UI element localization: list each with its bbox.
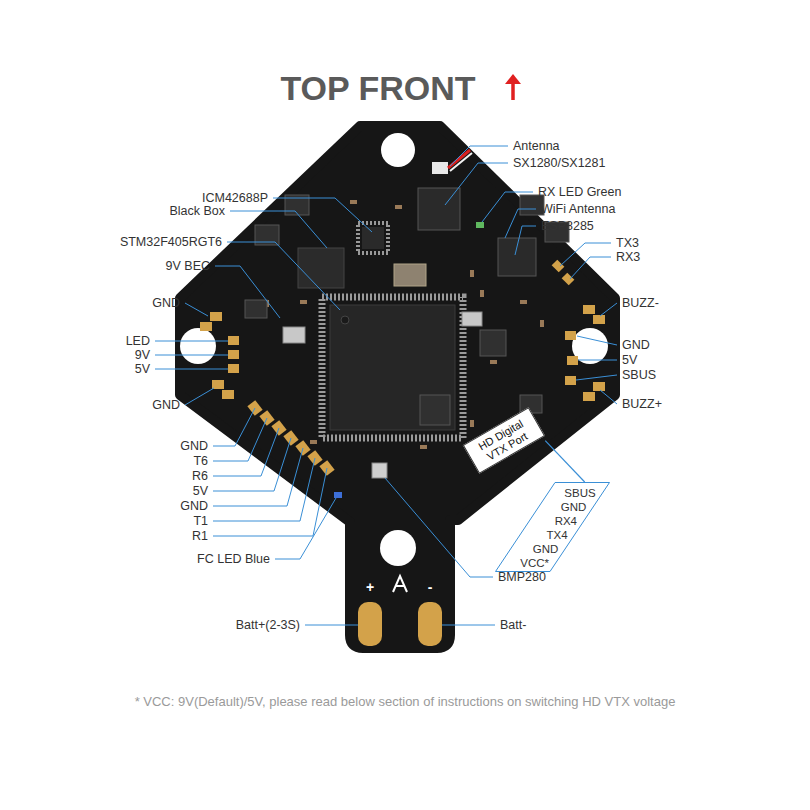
- solder-pads: [200, 260, 605, 646]
- crystal: [283, 327, 305, 343]
- pin-name: RX4: [555, 515, 577, 527]
- crystal: [394, 264, 426, 286]
- part-label: WiFi Antenna: [541, 202, 615, 216]
- part-label: SBUS: [622, 368, 656, 382]
- gyro-pins: [358, 223, 388, 253]
- led: [334, 492, 342, 498]
- part-label: ICM42688P: [202, 191, 268, 205]
- part-label: FC LED Blue: [197, 552, 270, 566]
- pcb-outline: [180, 126, 615, 648]
- part-label: 9V: [135, 348, 150, 362]
- pin-name: GND: [533, 543, 559, 555]
- passive-parts: [265, 200, 544, 449]
- part-label: GND: [180, 439, 208, 453]
- pin-bracket: SBUSGNDRX4TX4GNDVCC*: [495, 482, 610, 572]
- part-label: 5V: [193, 484, 208, 498]
- part-label: R6: [192, 469, 208, 483]
- pin-name: SBUS: [564, 487, 595, 499]
- part-label: BUZZ+: [622, 397, 662, 411]
- part-label: 9V BEC: [166, 259, 210, 273]
- led: [476, 222, 484, 228]
- title: TOP FRONT: [280, 69, 475, 108]
- silkscreen-logo: [393, 576, 407, 592]
- front-arrow: [505, 74, 521, 100]
- part-label: Antenna: [513, 139, 560, 153]
- part-label: 5V: [135, 362, 150, 376]
- antenna-connector: [432, 162, 448, 174]
- mcu-chip: [322, 297, 463, 438]
- pin-name: GND: [561, 501, 587, 513]
- gyro-chip: [362, 227, 384, 249]
- flash-chip: [298, 248, 344, 288]
- pin-name: TX4: [547, 529, 568, 541]
- part-label: BUZZ-: [622, 296, 659, 310]
- caption: * VCC: 9V(Default)/5V, please read below…: [135, 694, 676, 709]
- part-label: T6: [193, 454, 208, 468]
- mosfets: [245, 195, 569, 425]
- part-label: GND: [180, 499, 208, 513]
- part-label: +: [366, 579, 374, 595]
- baro-sensor: [372, 463, 387, 478]
- part-label: SX1280/SX1281: [513, 156, 605, 170]
- part-label: LED: [126, 334, 150, 348]
- part-label: GND: [152, 398, 180, 412]
- connector-line: [545, 441, 584, 482]
- leader-lines: [155, 146, 617, 625]
- part-label: GND: [622, 338, 650, 352]
- part-label: STM32F405RGT6: [120, 235, 222, 249]
- esp-chip: [498, 238, 536, 276]
- part-label: R1: [192, 529, 208, 543]
- part-label: Batt+(2-3S): [236, 618, 300, 632]
- part-label: Batt-: [500, 618, 526, 632]
- part-label: -: [428, 579, 433, 595]
- part-label: Black Box: [169, 204, 225, 218]
- part-label: GND: [152, 296, 180, 310]
- part-label: T1: [193, 514, 208, 528]
- pin-name: VCC*: [520, 557, 549, 569]
- part-label: TX3: [616, 236, 639, 250]
- part-label: 5V: [622, 353, 637, 367]
- part-label: RX3: [616, 250, 640, 264]
- part-label: RX LED Green: [538, 185, 621, 199]
- part-label: ESP8285: [541, 219, 594, 233]
- bracket-outline: [496, 483, 610, 572]
- crystal: [462, 312, 482, 326]
